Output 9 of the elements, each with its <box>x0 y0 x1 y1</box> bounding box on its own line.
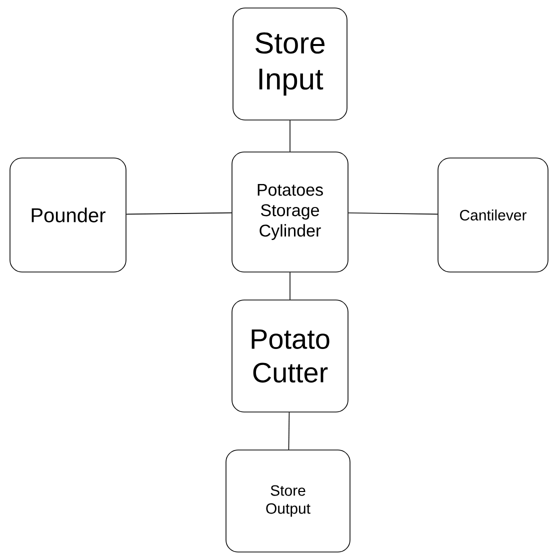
process-box: Store Input <box>232 8 348 120</box>
connector-line <box>288 412 290 450</box>
connector-line <box>348 212 438 215</box>
process-box: Cantilever <box>438 158 548 272</box>
process-box: Potatoes Storage Cylinder <box>232 152 348 272</box>
process-box: Potato Cutter <box>232 300 348 412</box>
connector-line <box>126 212 232 215</box>
process-box: Store Output <box>226 450 350 552</box>
process-box: Pounder <box>10 158 126 272</box>
